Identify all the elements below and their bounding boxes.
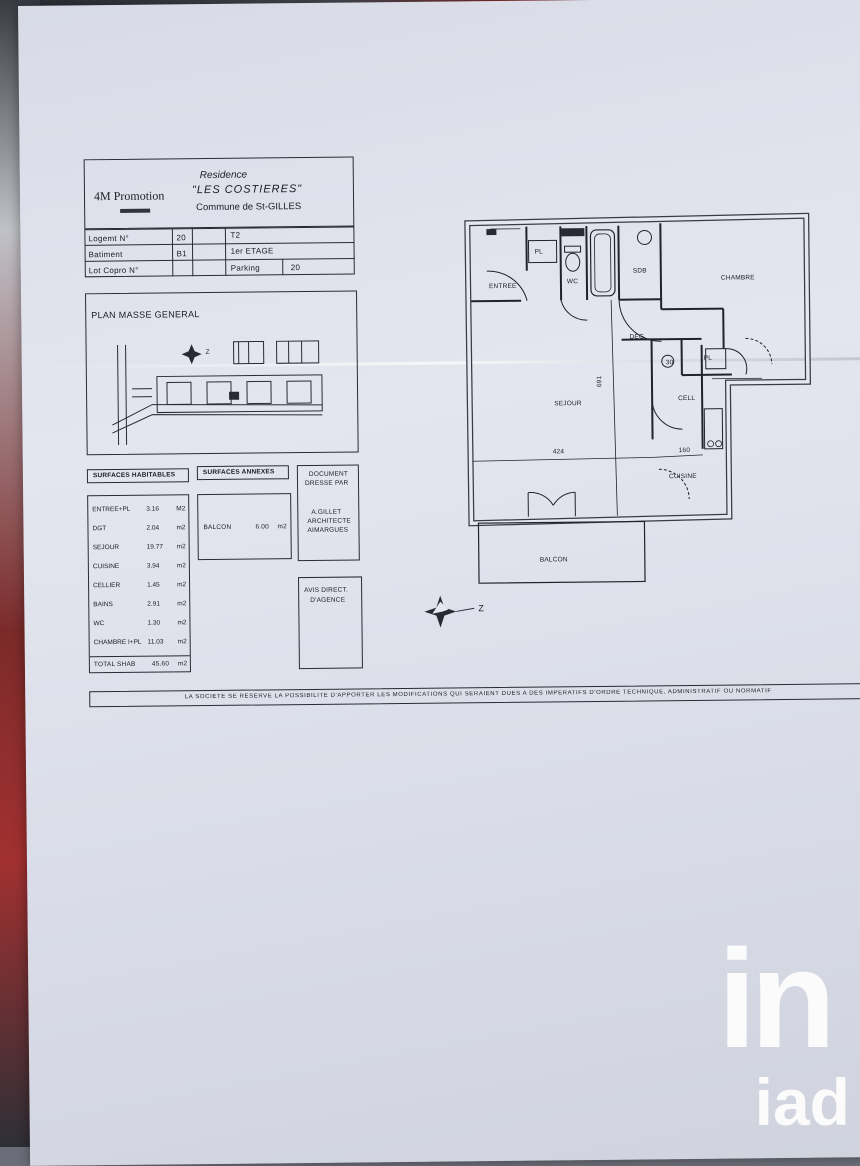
room-cellier: CELL — [678, 395, 695, 402]
room-chambre: CHAMBRE — [721, 274, 755, 281]
compass-rose — [424, 595, 474, 628]
floor-plan-north: Z — [478, 603, 484, 613]
dim-width: 424 — [553, 448, 565, 455]
room-pl-chambre: PL — [704, 355, 712, 362]
watermark-line-2: iad — [755, 1069, 850, 1135]
watermark-logo: in iad — [640, 929, 850, 1139]
dim-short: 160 — [679, 447, 691, 454]
dim-round: 30 — [666, 359, 674, 366]
watermark-line-1: in — [718, 929, 830, 1069]
room-sejour: SEJOUR — [554, 400, 582, 407]
room-deg: DEG — [629, 333, 644, 340]
room-entree: ENTREE — [489, 283, 517, 290]
room-balcon: BALCON — [540, 556, 568, 563]
room-wc: WC — [567, 278, 578, 285]
room-pl-entree: PL — [535, 249, 543, 256]
dim-depth: 691 — [596, 376, 603, 388]
room-cuisine: CUISINE — [669, 473, 697, 480]
room-sdb: SDB — [633, 267, 647, 274]
